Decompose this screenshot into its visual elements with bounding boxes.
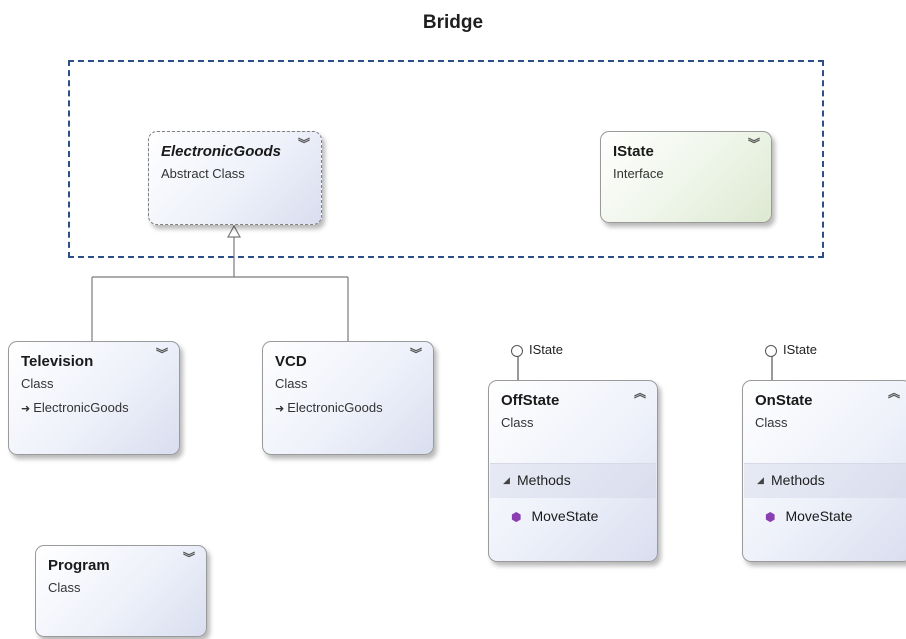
expand-chevron-icon[interactable]: ︾ [747,137,760,151]
class-name: Program [48,557,110,574]
method-icon: ⬢ [765,510,776,524]
class-kind: Class [21,376,54,391]
interface-box-istate[interactable]: IState Interface ︾ [600,131,772,223]
collapse-triangle-icon: ◢ [503,475,510,485]
class-name: VCD [275,353,307,370]
implements-istate-lollipop: IState [765,342,817,357]
class-name: OffState [501,392,560,409]
expand-chevron-icon[interactable]: ︾ [155,347,168,361]
class-box-electronicgoods[interactable]: ElectronicGoods Abstract Class ︾ [148,131,322,225]
bridge-group-boundary [68,60,824,258]
class-name: Television [21,353,94,370]
class-name: OnState [755,392,813,409]
methods-section-header[interactable]: ◢ Methods [744,463,906,498]
class-box-vcd[interactable]: VCD Class ➜ElectronicGoods ︾ [262,341,434,455]
implements-istate-lollipop: IState [511,342,563,357]
diagram-title: Bridge [422,12,484,33]
inherit-arrow-icon: ➜ [21,403,31,415]
base-class-label: ➜ElectronicGoods [21,400,129,415]
methods-section-header[interactable]: ◢ Methods [490,463,656,498]
method-icon: ⬢ [511,510,522,524]
collapse-chevron-icon[interactable]: ︽ [887,386,900,400]
interface-lollipop-icon [765,344,777,357]
interface-lollipop-icon [511,344,523,357]
class-kind: Abstract Class [161,166,245,181]
expand-chevron-icon[interactable]: ︾ [297,137,310,151]
class-box-onstate[interactable]: OnState Class ︽ ◢ Methods ⬢MoveState [742,380,906,562]
class-kind: Class [275,376,308,391]
inheritance-arrowhead [226,224,242,238]
class-kind: Class [755,415,788,430]
class-kind: Class [501,415,534,430]
class-kind: Class [48,580,81,595]
class-name: ElectronicGoods [161,143,282,160]
interface-kind: Interface [613,166,664,181]
class-box-offstate[interactable]: OffState Class ︽ ◢ Methods ⬢MoveState [488,380,658,562]
collapse-triangle-icon: ◢ [757,475,764,485]
expand-chevron-icon[interactable]: ︾ [409,347,422,361]
class-box-television[interactable]: Television Class ➜ElectronicGoods ︾ [8,341,180,455]
interface-name: IState [613,143,654,160]
class-box-program[interactable]: Program Class ︾ [35,545,207,637]
method-item[interactable]: ⬢MoveState [765,508,853,524]
expand-chevron-icon[interactable]: ︾ [182,551,195,565]
collapse-chevron-icon[interactable]: ︽ [633,386,646,400]
base-class-label: ➜ElectronicGoods [275,400,383,415]
method-item[interactable]: ⬢MoveState [511,508,599,524]
inherit-arrow-icon: ➜ [275,403,285,415]
